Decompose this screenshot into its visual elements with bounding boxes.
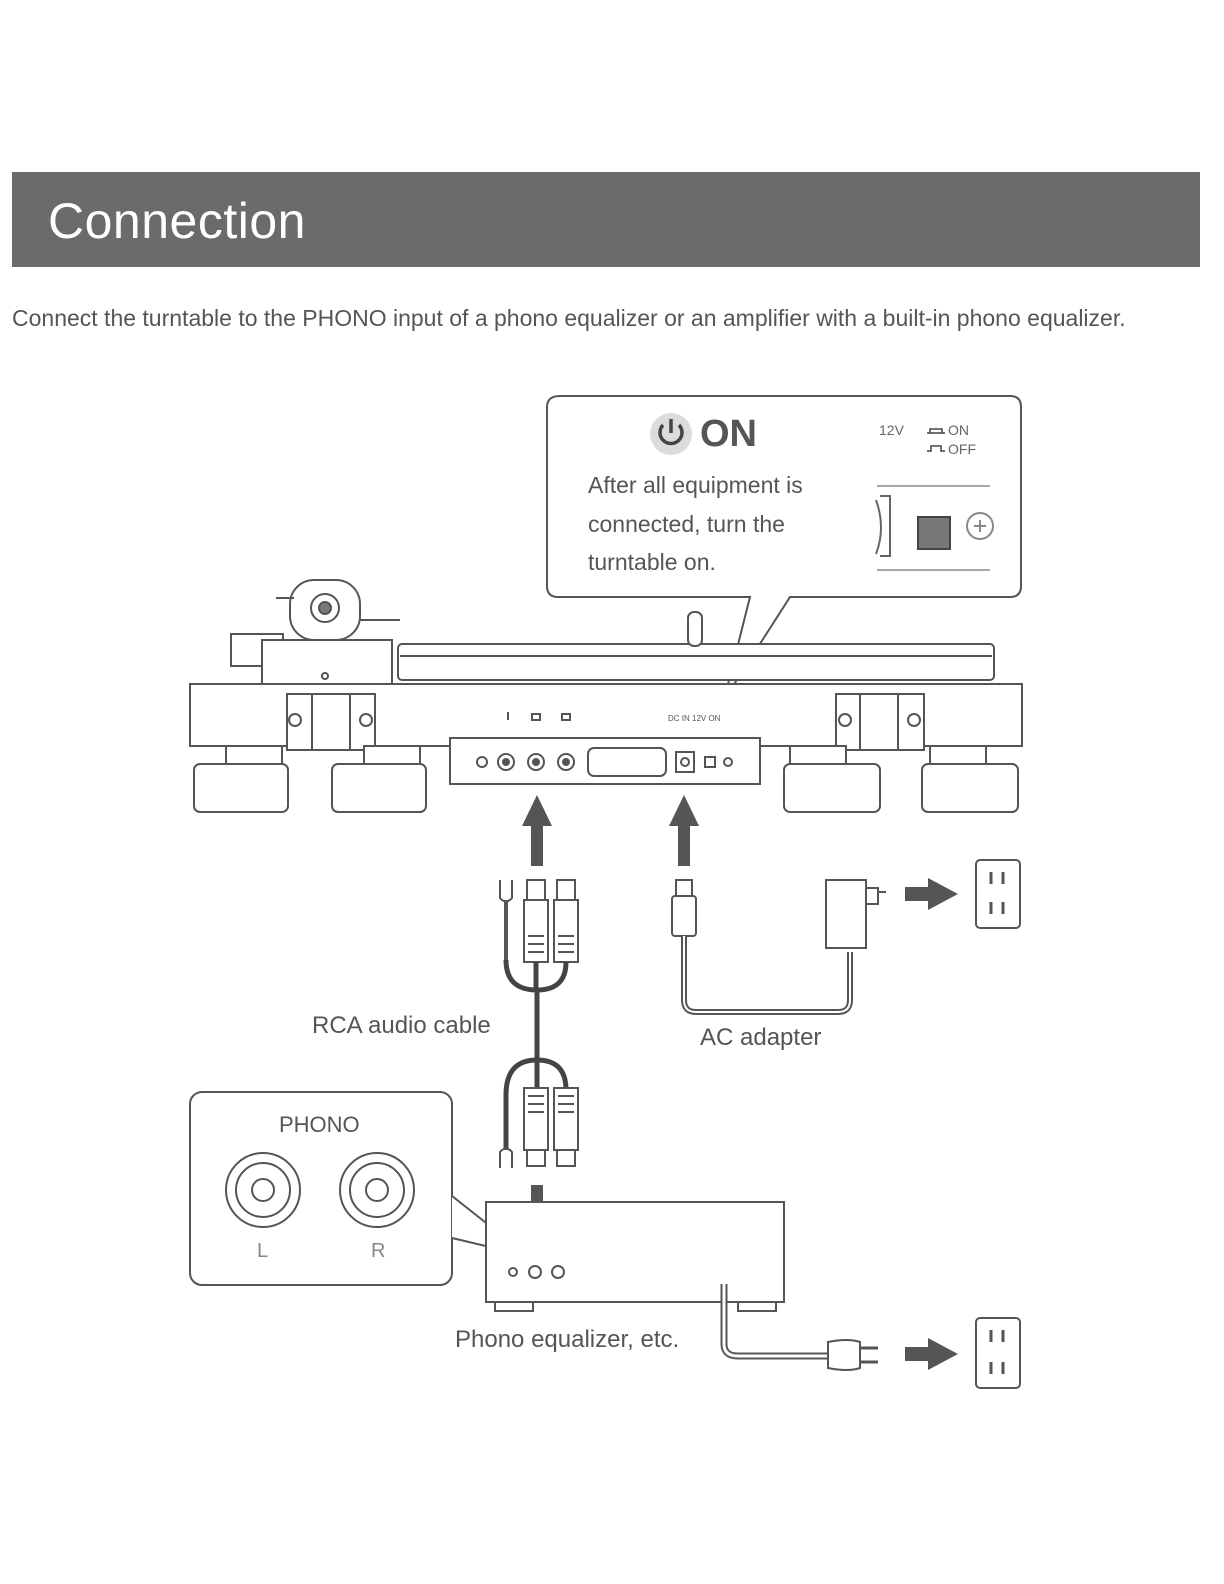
callout-text: After all equipment is connected, turn t… [588, 466, 858, 582]
ac-adapter-icon [672, 880, 886, 1012]
arrow-right-icon [905, 878, 958, 910]
arrow-up-icon [669, 795, 699, 866]
phono-equalizer-label: Phono equalizer, etc. [455, 1326, 679, 1354]
power-plug-icon [828, 1340, 878, 1370]
section-header: Connection [12, 172, 1200, 267]
phono-right-label: R [371, 1240, 385, 1263]
svg-text:DC IN 12V ON: DC IN 12V ON [668, 714, 721, 723]
arrow-up-icon [522, 795, 552, 866]
switch-on-label: ON [948, 422, 969, 438]
rca-audio-cable [500, 880, 578, 1168]
turntable-illustration: DC IN 12V ON [190, 580, 1022, 812]
wall-outlet-icon [976, 860, 1020, 928]
switch-off-label: OFF [948, 441, 976, 457]
wall-outlet-icon [976, 1318, 1020, 1388]
rca-cable-label: RCA audio cable [312, 1012, 491, 1040]
phono-panel-title: PHONO [279, 1112, 360, 1138]
page-title: Connection [48, 192, 306, 250]
intro-text: Connect the turntable to the PHONO input… [12, 302, 1192, 334]
arrow-right-icon [905, 1338, 958, 1370]
power-icon [650, 413, 692, 455]
callout-title: ON [700, 413, 757, 456]
voltage-label: 12V [879, 422, 904, 438]
ac-adapter-label: AC adapter [700, 1024, 821, 1052]
phono-left-label: L [257, 1240, 268, 1263]
